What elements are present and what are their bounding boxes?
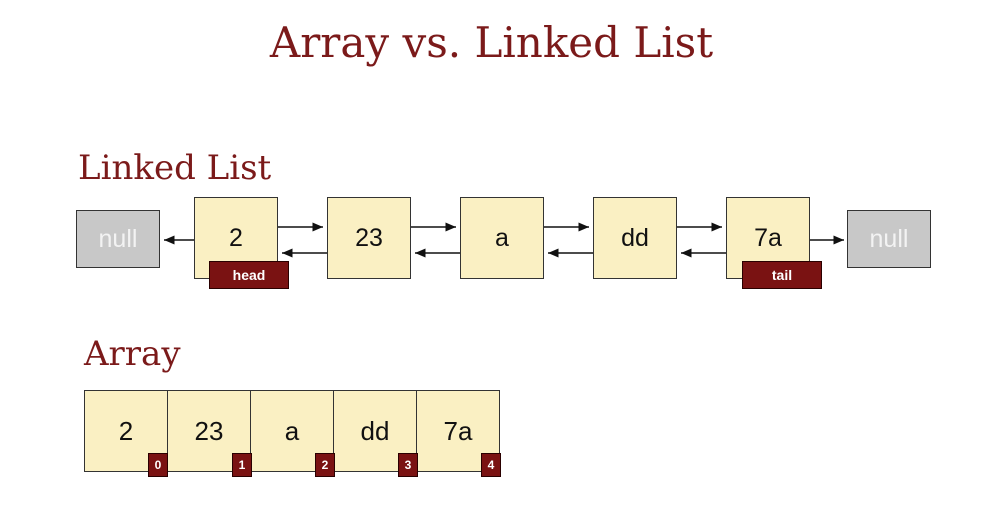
- null-left-box: null: [76, 210, 160, 268]
- array-index-3: 3: [398, 453, 418, 477]
- ll-node-2: 23: [327, 197, 411, 279]
- linked-list-heading: Linked List: [78, 148, 272, 188]
- null-right-box: null: [847, 210, 931, 268]
- array-index-1: 1: [232, 453, 252, 477]
- array-heading: Array: [84, 334, 181, 374]
- tail-label: tail: [742, 261, 822, 289]
- head-label: head: [209, 261, 289, 289]
- array-index-2: 2: [315, 453, 335, 477]
- ll-node-4: dd: [593, 197, 677, 279]
- ll-node-3: a: [460, 197, 544, 279]
- page-title: Array vs. Linked List: [269, 18, 714, 67]
- array-index-4: 4: [481, 453, 501, 477]
- array-index-0: 0: [148, 453, 168, 477]
